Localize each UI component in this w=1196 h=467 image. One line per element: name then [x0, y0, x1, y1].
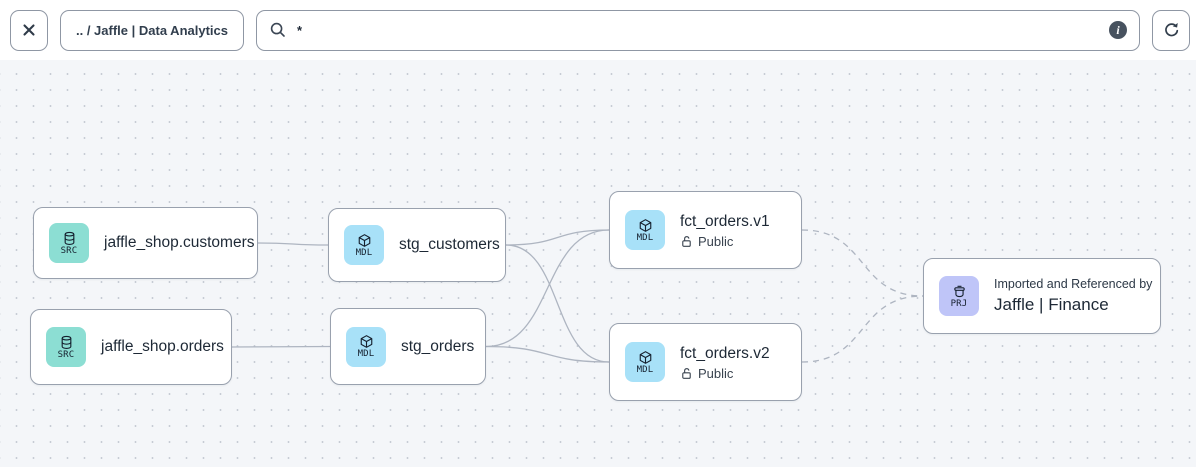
node-jaffle-shop-orders[interactable]: SRC jaffle_shop.orders — [30, 309, 232, 385]
cube-icon — [360, 335, 372, 348]
database-icon — [64, 231, 74, 245]
node-title: jaffle_shop.customers — [104, 234, 255, 252]
edge-src_orders-to-stg_orders — [231, 345, 331, 348]
access-row: Public — [680, 367, 770, 380]
source-icon: SRC — [46, 327, 86, 367]
project-relationship-label: Imported and Referenced by — [994, 277, 1153, 292]
node-project-jaffle-finance[interactable]: PRJ Imported and Referenced by Jaffle | … — [923, 258, 1161, 334]
model-icon: MDL — [625, 210, 665, 250]
access-row: Public — [680, 235, 770, 248]
refresh-button[interactable] — [1152, 9, 1190, 51]
node-title: Jaffle | Finance — [994, 294, 1109, 314]
node-title: fct_orders.v2 — [680, 345, 770, 363]
node-stg-customers[interactable]: MDL stg_customers — [328, 208, 506, 282]
unlock-icon — [682, 367, 691, 379]
access-label: Public — [698, 365, 734, 381]
node-type-badge: SRC — [60, 245, 78, 256]
model-icon: MDL — [625, 342, 665, 382]
node-type-badge: SRC — [57, 349, 75, 360]
node-fct-orders-v1[interactable]: MDL fct_orders.v1 Public — [609, 191, 802, 269]
node-title: jaffle_shop.orders — [101, 338, 224, 356]
cube-icon — [639, 218, 651, 232]
node-title: fct_orders.v1 — [680, 213, 770, 231]
node-stg-orders[interactable]: MDL stg_orders — [330, 308, 486, 385]
edge-layer — [231, 229, 924, 363]
lineage-canvas[interactable]: SRC jaffle_shop.customers SRC jaffle_sho… — [0, 60, 1196, 467]
breadcrumb[interactable]: .. / Jaffle | Data Analytics — [60, 9, 244, 51]
info-icon[interactable]: i — [1109, 21, 1127, 39]
edge-stg_customers-to-fct_orders_v2 — [505, 244, 610, 363]
model-icon: MDL — [344, 225, 384, 265]
breadcrumb-label: .. / Jaffle | Data Analytics — [76, 22, 228, 38]
edge-stg_customers-to-fct_orders_v1 — [505, 229, 610, 246]
node-type-badge: PRJ — [950, 298, 968, 309]
cube-icon — [639, 350, 651, 364]
node-type-badge: MDL — [355, 247, 373, 258]
edge-stg_orders-to-fct_orders_v2 — [485, 345, 610, 363]
source-icon: SRC — [49, 223, 89, 263]
project-icon: PRJ — [939, 276, 979, 316]
edge-fct_orders_v2-to-prj_finance — [801, 295, 924, 363]
cube-icon — [358, 233, 370, 247]
refresh-icon — [1164, 22, 1178, 36]
node-fct-orders-v2[interactable]: MDL fct_orders.v2 Public — [609, 323, 802, 401]
database-icon — [61, 335, 71, 349]
edge-src_customers-to-stg_customers — [257, 242, 329, 246]
unlock-icon — [682, 235, 691, 247]
search-icon — [270, 22, 285, 37]
node-title: stg_customers — [399, 236, 500, 254]
node-title: stg_orders — [401, 337, 475, 355]
close-button[interactable] — [10, 9, 48, 51]
node-type-badge: MDL — [636, 232, 654, 243]
node-type-badge: MDL — [636, 364, 654, 375]
toolbar: .. / Jaffle | Data Analytics i — [0, 0, 1196, 60]
search-bar[interactable]: i — [256, 9, 1140, 51]
archive-icon — [953, 285, 965, 297]
model-icon: MDL — [346, 326, 386, 367]
node-type-badge: MDL — [357, 349, 375, 359]
edge-stg_orders-to-fct_orders_v1 — [485, 229, 610, 348]
search-input[interactable] — [297, 22, 1099, 38]
close-icon — [23, 24, 35, 36]
access-label: Public — [698, 233, 734, 249]
edge-fct_orders_v1-to-prj_finance — [801, 229, 924, 297]
node-jaffle-shop-customers[interactable]: SRC jaffle_shop.customers — [33, 207, 258, 279]
